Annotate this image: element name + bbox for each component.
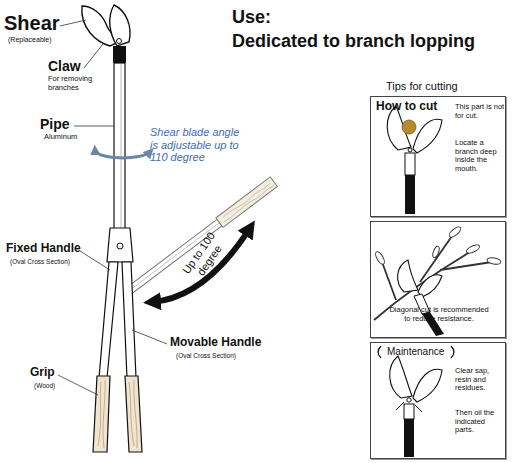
how-to-cut-illustration	[387, 106, 442, 214]
panel-note: Clear sap, resin and residues.	[455, 367, 505, 393]
leader-lines	[74, 126, 114, 127]
part-name: Fixed Handle	[6, 242, 81, 256]
diagonal-cut-illustration	[487, 257, 502, 265]
fixed-handle	[99, 262, 118, 378]
part-note: Aluminum	[44, 133, 77, 142]
maintenance-illustration	[378, 346, 454, 457]
part-name: Grip	[30, 366, 55, 380]
part-name: Shear	[4, 12, 60, 35]
part-note: For removing branches	[48, 75, 104, 92]
collar	[113, 46, 126, 63]
part-name: Claw	[48, 58, 81, 74]
panel-heading: How to cut	[376, 100, 437, 114]
panel-note: Diagonal cut is recommended to reduce re…	[387, 306, 491, 323]
pivot	[117, 39, 122, 44]
part-note: (Oval Cross Section)	[176, 352, 236, 359]
how-to-cut-illustration	[408, 148, 412, 152]
use-statement: Dedicated to branch lopping	[232, 31, 475, 52]
panel-note: Then oil the indicated parts.	[455, 409, 505, 435]
leader-lines	[80, 251, 110, 270]
angle-arrow	[152, 228, 250, 302]
maintenance-illustration	[378, 346, 454, 358]
maintenance-illustration	[396, 402, 422, 412]
leader-lines	[84, 44, 103, 68]
part-note: (Oval Cross Section)	[10, 258, 70, 265]
joint-pivot	[117, 243, 123, 249]
how-to-cut-illustration	[405, 175, 415, 214]
diagonal-cut-illustration	[374, 225, 502, 336]
angle-note: Shear blade angle is adjustable up to 11…	[150, 126, 250, 164]
wood-texture	[98, 380, 137, 448]
part-name: Pipe	[40, 116, 70, 132]
maintenance-illustration	[404, 404, 414, 419]
raised-handle	[126, 177, 277, 295]
grip	[93, 376, 110, 452]
tip-panel: Diagonal cut is recommended to reduce re…	[370, 221, 506, 338]
panel-note: This part is not for cut.	[455, 103, 505, 120]
angle-note: Up to 100 degree	[180, 230, 228, 284]
how-to-cut-illustration	[413, 119, 442, 153]
diagonal-cut-illustration	[448, 225, 463, 239]
diagonal-cut-illustration	[374, 250, 386, 265]
tip-panel: How to cut This part is not for cut. Locat…	[370, 96, 506, 217]
diagram-title: Use:	[232, 7, 271, 28]
part-note: (Wood)	[34, 382, 55, 389]
leader-lines	[58, 375, 98, 395]
diagonal-cut-illustration	[398, 260, 418, 292]
leader-lines	[132, 330, 167, 344]
grip	[125, 376, 142, 452]
leader-lines	[60, 20, 86, 26]
movable-handle	[122, 262, 136, 378]
claw	[110, 5, 130, 46]
diagonal-cut-illustration	[465, 243, 480, 254]
section-heading: Tips for cutting	[386, 80, 458, 93]
diagonal-cut-illustration	[432, 246, 441, 259]
raised-handle	[221, 181, 274, 223]
maintenance-illustration	[404, 419, 414, 457]
lopper-illustration	[82, 5, 278, 452]
part-name: Movable Handle	[170, 336, 261, 350]
maintenance-illustration	[390, 356, 412, 398]
how-to-cut-illustration	[402, 120, 416, 134]
pipe	[114, 63, 125, 230]
raised-handle	[216, 177, 278, 228]
how-to-cut-illustration	[405, 153, 415, 175]
panel-note: Locate a branch deep inside the mouth.	[455, 139, 505, 174]
panel-heading: Maintenance	[387, 346, 444, 358]
rotation-arrow	[95, 150, 150, 158]
part-note: (Replaceable)	[8, 36, 52, 44]
pipe-shade	[121, 64, 122, 229]
maintenance-illustration	[413, 369, 442, 402]
joint	[107, 228, 133, 262]
maintenance-illustration	[407, 398, 411, 402]
tip-panel: MaintenanceClear sap, resin and residues…	[370, 342, 506, 459]
